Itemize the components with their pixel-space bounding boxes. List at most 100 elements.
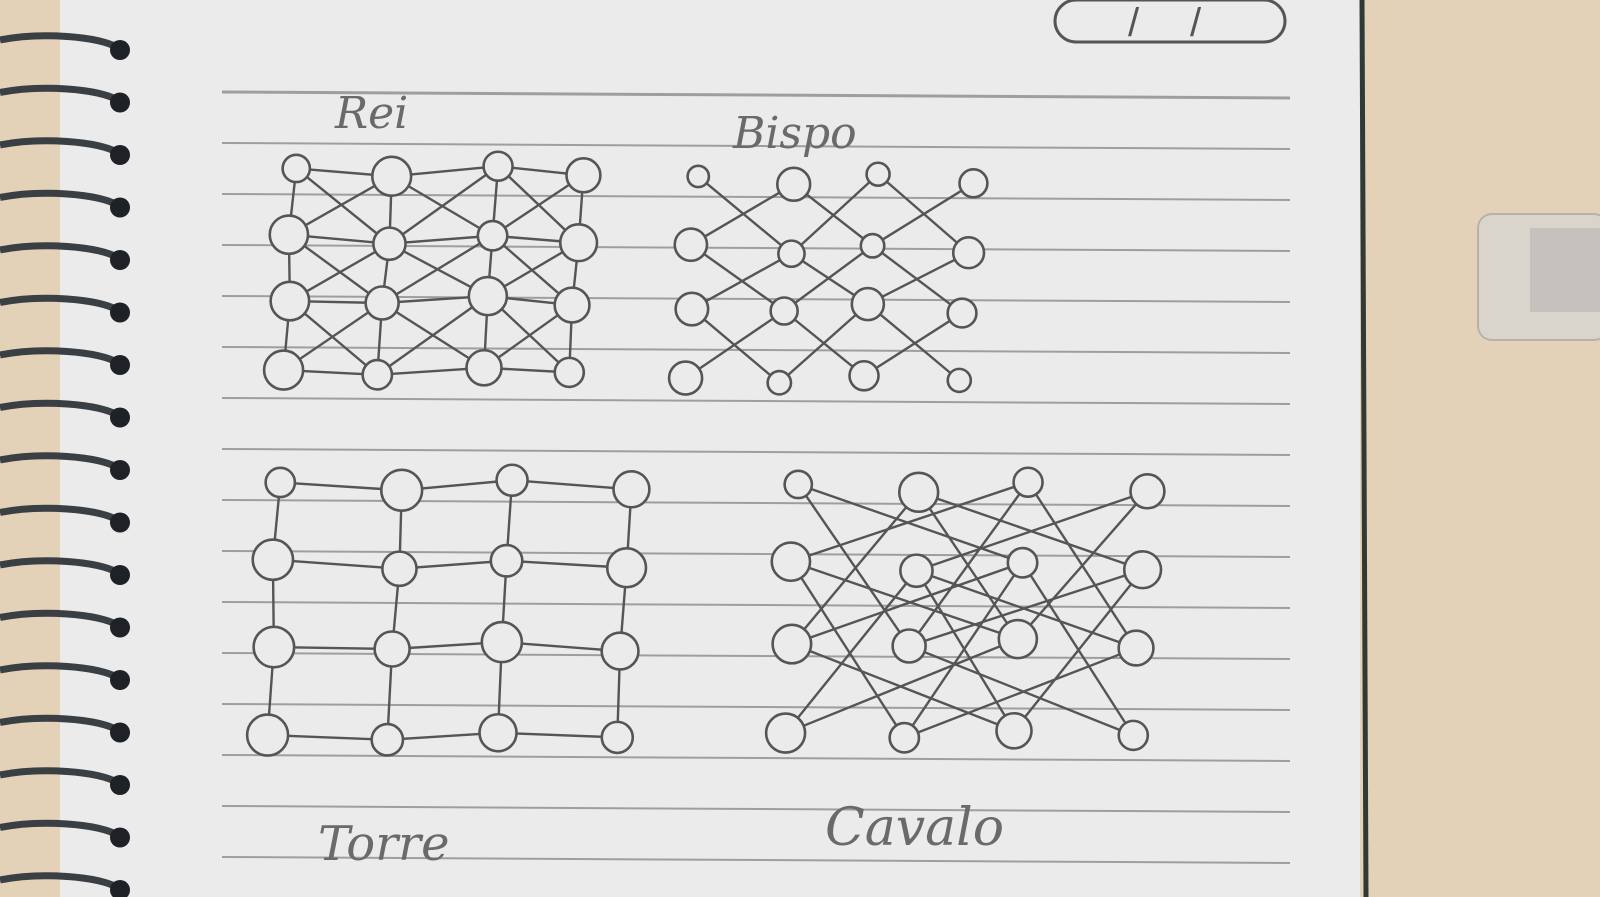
torre-node xyxy=(379,468,424,513)
cavalo-node xyxy=(888,721,921,754)
cavalo-edge xyxy=(907,481,1030,648)
ruled-line xyxy=(221,397,1291,405)
cavalo-node xyxy=(771,623,813,665)
spiral-hole xyxy=(110,197,130,218)
spiral-hole xyxy=(110,40,130,60)
cavalo-node xyxy=(1117,629,1155,667)
spiral-hole xyxy=(110,880,130,897)
bispo-edge xyxy=(871,182,975,247)
torre-node xyxy=(478,712,518,753)
spiral-coil xyxy=(0,294,120,314)
spiral-hole xyxy=(110,670,130,690)
rei-node xyxy=(558,223,599,263)
ruled-line xyxy=(221,448,1291,456)
ruled-line xyxy=(221,346,1291,354)
spiral-hole xyxy=(110,407,130,428)
rei-node xyxy=(476,219,509,252)
spiral-coil xyxy=(0,347,120,367)
torre-node xyxy=(251,538,295,582)
cavalo-edge xyxy=(784,569,918,735)
rei-edge xyxy=(295,167,391,245)
ruled-line xyxy=(221,142,1291,150)
cavalo-node xyxy=(770,541,812,583)
rei-node xyxy=(467,275,509,317)
bispo-edge xyxy=(866,251,970,306)
label-bispo: Bispo xyxy=(732,108,857,159)
spiral-coil xyxy=(0,662,120,682)
torre-edge xyxy=(496,731,619,739)
label-torre: Torre xyxy=(318,816,449,872)
rei-node xyxy=(370,155,413,198)
spiral-coil xyxy=(0,504,120,524)
bispo-edge xyxy=(782,244,874,313)
bispo-node xyxy=(686,164,711,189)
bispo-node xyxy=(951,236,986,270)
torre-node xyxy=(381,550,418,588)
cavalo-edge xyxy=(790,491,920,646)
bispo-edge xyxy=(690,307,781,384)
cavalo-edge xyxy=(907,644,1135,737)
rei-node xyxy=(372,226,407,262)
spiral-coil xyxy=(0,84,120,104)
cavalo-node xyxy=(1129,473,1166,510)
ruled-line xyxy=(221,856,1291,864)
bispo-edge xyxy=(697,175,793,255)
rei-node xyxy=(482,150,514,183)
ruled-line xyxy=(221,805,1291,813)
bispo-node xyxy=(848,359,880,392)
torre-node xyxy=(373,630,411,668)
bispo-node xyxy=(946,367,973,394)
torre-node xyxy=(600,720,635,755)
bispo-node xyxy=(769,296,799,326)
spiral-hole xyxy=(110,617,130,638)
torre-node xyxy=(489,543,524,578)
bispo-edge xyxy=(778,302,870,384)
spiral-hole xyxy=(110,460,130,480)
torre-node xyxy=(480,620,524,664)
bispo-node xyxy=(766,369,793,396)
eraser xyxy=(1477,213,1600,341)
cavalo-node xyxy=(897,471,940,514)
spiral-coil xyxy=(0,399,120,419)
cavalo-node xyxy=(1006,546,1039,579)
ruled-line xyxy=(221,754,1291,762)
spiral-hole xyxy=(110,722,130,743)
spiral-coil xyxy=(0,714,120,734)
bispo-node xyxy=(946,297,978,329)
graph-bispo xyxy=(667,161,989,396)
label-cavalo: Cavalo xyxy=(825,798,1004,858)
date-box: / / xyxy=(1053,0,1287,45)
spiral-hole xyxy=(110,512,130,533)
bispo-edge xyxy=(862,311,964,377)
ruled-line xyxy=(221,703,1291,711)
spiral-coil xyxy=(0,819,120,839)
cavalo-edge xyxy=(903,561,1024,739)
date-separator-2: / xyxy=(1190,1,1202,45)
ruled-line xyxy=(221,90,1291,100)
cavalo-node xyxy=(899,553,934,589)
bispo-edge xyxy=(689,183,795,246)
torre-edge xyxy=(510,479,633,491)
rei-node xyxy=(361,358,394,391)
cavalo-edge xyxy=(790,642,1016,732)
bispo-node xyxy=(667,360,704,396)
rei-edge xyxy=(380,234,494,305)
rei-edge xyxy=(388,165,500,245)
bispo-node xyxy=(850,286,886,322)
spiral-coil xyxy=(0,32,120,52)
spiral-coil xyxy=(0,242,120,262)
graph-rei xyxy=(262,150,602,391)
cavalo-edge xyxy=(797,483,1024,564)
bispo-edge xyxy=(690,252,793,311)
cavalo-edge xyxy=(915,569,1138,650)
torre-node xyxy=(612,470,651,509)
cavalo-node xyxy=(891,628,927,664)
rei-node xyxy=(553,356,586,389)
bispo-node xyxy=(673,227,709,263)
cavalo-edge xyxy=(789,481,1030,563)
spiral-hole xyxy=(110,355,130,375)
spiral-coil xyxy=(0,557,120,577)
torre-node xyxy=(605,547,648,589)
torre-node xyxy=(245,713,290,757)
